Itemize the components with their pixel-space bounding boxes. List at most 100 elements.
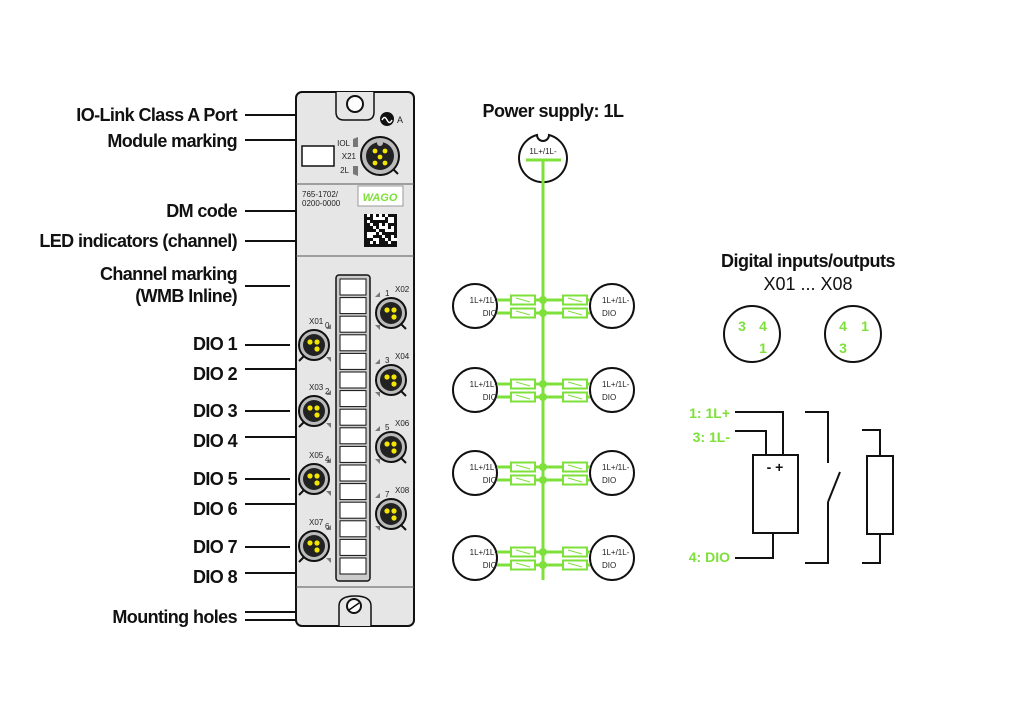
dio-port-x03[interactable]: [298, 390, 331, 428]
led-indicator: [339, 464, 367, 482]
dm-module: [385, 244, 388, 247]
dio-port-x04[interactable]: [375, 359, 407, 397]
connector-label-supply: 1L+/1L-: [602, 548, 630, 557]
connector-label-supply: 1L+/1L-: [602, 463, 630, 472]
callout-dio-5: DIO 5: [193, 469, 238, 489]
pin-label: 4: [759, 318, 767, 334]
fuse-glyph: [515, 310, 531, 316]
connector-label-dio: DIO: [602, 393, 616, 402]
dm-module: [370, 244, 373, 247]
dm-module: [367, 244, 370, 247]
dm-module: [373, 223, 376, 226]
dio-port-x07[interactable]: [298, 525, 331, 563]
dm-module: [379, 220, 382, 223]
label-iol: IOL: [337, 139, 350, 148]
connector-label-dio: DIO: [483, 393, 497, 402]
junction-dot: [539, 380, 547, 388]
callout-dio-1: DIO 1: [193, 334, 238, 354]
dm-module: [388, 214, 391, 217]
dm-module: [394, 232, 397, 235]
dio-port-x06[interactable]: [375, 426, 407, 464]
dm-module: [391, 223, 394, 226]
dio-section-title: Digital inputs/outputs: [721, 251, 895, 271]
connector-label-dio: DIO: [483, 476, 497, 485]
dm-module: [364, 232, 367, 235]
dm-module: [379, 244, 382, 247]
dm-module: [370, 220, 373, 223]
fuse-glyph: [515, 381, 531, 387]
dm-module: [394, 220, 397, 223]
dm-module: [382, 214, 385, 217]
dm-module: [376, 226, 379, 229]
led-cells: [339, 278, 367, 575]
pin-label: 3: [839, 340, 847, 356]
dio-port-x08[interactable]: [375, 493, 407, 531]
dio-port-x05[interactable]: [298, 458, 331, 496]
led-indicator: [339, 315, 367, 333]
fuse-glyph: [515, 394, 531, 400]
connector-label-dio: DIO: [602, 561, 616, 570]
label-2l: 2L: [340, 166, 349, 175]
callout-dio-7: DIO 7: [193, 537, 238, 557]
fuse-glyph: [567, 562, 583, 568]
dm-module: [364, 241, 367, 244]
callout-dio-3: DIO 3: [193, 401, 238, 421]
fuse-glyph: [567, 464, 583, 470]
dm-module: [370, 238, 373, 241]
power-connector-label: 1L+/1L-: [529, 147, 557, 156]
dm-module: [394, 214, 397, 217]
connector-label-supply: 1L+/1L-: [470, 296, 498, 305]
module-marking-window: [301, 145, 335, 167]
wave-glyph: [381, 116, 393, 124]
dm-module: [382, 220, 385, 223]
callout-labels: IO-Link Class A Port Module marking DM c…: [39, 105, 238, 627]
dm-module: [376, 223, 379, 226]
callout-module-marking: Module marking: [107, 131, 237, 151]
power-supply-title: Power supply: 1L: [482, 101, 624, 121]
led-indicator: [339, 278, 367, 296]
fuse-glyph: [567, 381, 583, 387]
dm-module: [394, 235, 397, 238]
port-channel: 0: [325, 321, 330, 330]
dm-module: [364, 238, 367, 241]
fuse-glyph: [567, 477, 583, 483]
dm-module: [373, 235, 376, 238]
brand-logo: WAGO: [363, 192, 398, 204]
port-name: X04: [395, 352, 410, 361]
led-indicator: [339, 483, 367, 501]
dm-module: [391, 241, 394, 244]
fuse-glyph: [515, 562, 531, 568]
pin1-label: 1: 1L+: [689, 405, 730, 421]
callout-dio-4: DIO 4: [193, 431, 238, 451]
led-indicator: [339, 334, 367, 352]
dm-module: [394, 241, 397, 244]
dm-module: [364, 235, 367, 238]
port-channel: 4: [325, 455, 330, 464]
sensor-symbol: [735, 411, 799, 559]
led-indicator: [339, 520, 367, 538]
fuse-glyph: [515, 477, 531, 483]
port-channel: 3: [385, 356, 390, 365]
label-x21: X21: [342, 152, 357, 161]
connector-label-supply: 1L+/1L-: [470, 548, 498, 557]
dio-port-x02[interactable]: [375, 292, 407, 330]
port-name: X02: [395, 285, 410, 294]
callout-io-link-port: IO-Link Class A Port: [76, 105, 237, 125]
dm-module: [376, 232, 379, 235]
port-channel: 7: [385, 490, 390, 499]
port-marker: [353, 137, 358, 176]
pin3-label: 3: 1L-: [693, 429, 731, 445]
dm-module: [379, 241, 382, 244]
dm-module: [391, 244, 394, 247]
dio-port-x01[interactable]: [298, 324, 331, 362]
fuse-glyph: [567, 549, 583, 555]
dm-module: [370, 229, 373, 232]
fuse-glyph: [567, 310, 583, 316]
x21-io-link-port[interactable]: [360, 136, 400, 176]
dm-module: [394, 244, 397, 247]
led-indicator: [339, 390, 367, 408]
io-module: A IOL X21 2L 765-1702/ 0200-0000 WAGO: [295, 91, 415, 627]
dm-module: [367, 223, 370, 226]
